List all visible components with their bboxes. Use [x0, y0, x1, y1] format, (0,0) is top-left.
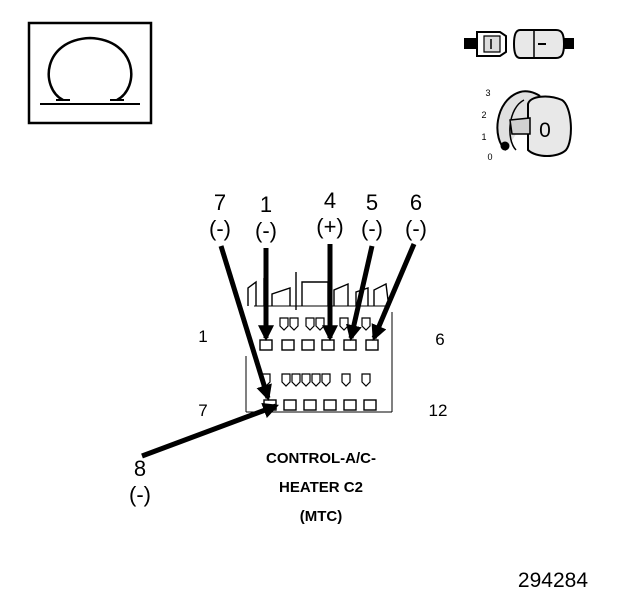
pin-label-1: 1 (-)	[255, 192, 277, 243]
arrow-pin-5	[346, 245, 375, 342]
ignition-position-1: 1	[481, 132, 486, 142]
pin-arrows	[141, 243, 417, 459]
arrow-pin-8	[141, 402, 279, 459]
pin-polarity: (-)	[255, 218, 277, 243]
connector-face	[245, 272, 393, 413]
ignition-position-0: 0	[487, 152, 492, 162]
row-label-bottom-right: 12	[429, 401, 448, 420]
pin-label-4: 4 (+)	[316, 188, 344, 239]
pin-number: 5	[366, 190, 378, 215]
row-label-bottom-left: 7	[198, 401, 207, 420]
pin-label-5: 5 (-)	[361, 190, 383, 241]
pin-label-6: 6 (-)	[405, 190, 427, 241]
pin-polarity: (-)	[405, 216, 427, 241]
disconnected-connector-icon	[464, 29, 574, 59]
caption-line-3: (MTC)	[300, 508, 342, 525]
key-position-label: 0	[539, 119, 551, 142]
caption-line-2: HEATER C2	[279, 479, 363, 496]
caption-line-1: CONTROL-A/C-	[266, 450, 376, 467]
cavity-row-top	[259, 339, 379, 351]
row-label-top-left: 1	[198, 327, 207, 346]
pin-label-7: 7 (-)	[209, 190, 231, 241]
latch-row-top	[279, 317, 371, 331]
ohm-symbol-icon	[27, 21, 153, 125]
pin-number: 7	[214, 190, 226, 215]
arrow-pin-7	[218, 245, 272, 402]
figure-number: 294284	[518, 569, 588, 592]
pin-polarity: (+)	[316, 214, 344, 239]
pin-number: 8	[134, 456, 146, 481]
pin-polarity: (-)	[129, 482, 151, 507]
pin-label-8: 8 (-)	[129, 456, 151, 507]
cavity-row-bottom	[263, 399, 377, 411]
pin-number: 6	[410, 190, 422, 215]
row-label-top-right: 6	[435, 330, 444, 349]
arrow-pin-6	[371, 243, 417, 341]
ignition-position-3: 3	[485, 88, 490, 98]
ignition-key-off-icon: 0 3 2 1 0	[481, 88, 572, 162]
pin-number: 1	[260, 192, 272, 217]
pin-polarity: (-)	[361, 216, 383, 241]
ignition-position-2: 2	[481, 110, 486, 120]
pin-number: 4	[324, 188, 336, 213]
connector-caption: CONTROL-A/C- HEATER C2 (MTC)	[266, 450, 376, 525]
pin-polarity: (-)	[209, 216, 231, 241]
latch-row-bottom	[261, 373, 371, 387]
